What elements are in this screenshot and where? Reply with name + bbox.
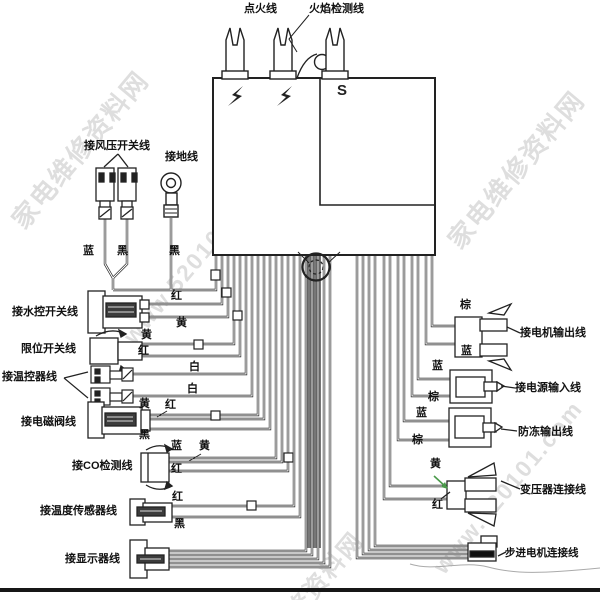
s-marking: S [337, 82, 348, 99]
wire-color-tag: 蓝 [171, 440, 182, 452]
wire-color-tag: 红 [171, 463, 182, 475]
scan-artifact-line [409, 563, 600, 573]
lightning-icon [228, 86, 243, 106]
wire-color-tag: 红 [172, 491, 183, 503]
label-antifreeze: 防冻输出线 [518, 426, 573, 438]
motor-output-connector-icon [454, 302, 521, 372]
wire-color-tag: 白 [187, 383, 198, 395]
thermostat-connector-icon [63, 365, 134, 406]
wire-color-tag: 黄 [430, 458, 441, 470]
wire-color-tag: 黑 [117, 245, 128, 257]
wire-color-tag: 黑 [174, 518, 185, 530]
wire-color-tag: 黄 [176, 317, 187, 329]
water-switch-connector-icon [87, 290, 150, 334]
ground-ring-terminal-icon [160, 172, 182, 218]
controller-box [212, 77, 436, 256]
label-wind-pressure: 接风压开关线 [84, 140, 150, 152]
wire-color-tag: 黄 [141, 329, 152, 341]
label-transformer: 变压器连接线 [520, 484, 586, 496]
label-ignition: 点火线 [244, 3, 277, 15]
wire-color-tag: 白 [189, 361, 200, 373]
wire-color-tag: 棕 [460, 299, 471, 311]
label-limit-switch: 限位开关线 [21, 343, 76, 355]
label-stepper-motor: 步进电机连接线 [505, 547, 579, 559]
wire-color-tag: 黑 [139, 429, 150, 441]
temp-sensor-connector-icon [129, 498, 173, 526]
wire-color-tag: 红 [432, 499, 443, 511]
label-motor-output: 接电机输出线 [520, 327, 586, 339]
wind-pressure-connector-icon [95, 153, 138, 220]
label-solenoid-valve: 接电磁阀线 [21, 416, 76, 428]
wire-color-tag: 棕 [412, 434, 423, 446]
power-input-connector-icon [449, 369, 516, 404]
co-detector-connector-icon [140, 443, 174, 491]
wire-color-tag: 红 [171, 290, 182, 302]
label-temp-sensor: 接温度传感器线 [40, 505, 117, 517]
label-thermostat: 接温控器线 [2, 371, 57, 383]
label-flame-detect: 火焰检测线 [309, 3, 364, 15]
harness-wires-core [104, 218, 469, 568]
wire-color-tag: 红 [138, 345, 149, 357]
label-water-switch: 接水控开关线 [12, 306, 78, 318]
bundle-funnel [297, 251, 341, 264]
wire-color-tag: 黑 [169, 245, 180, 257]
junction-squares [193, 269, 294, 511]
antifreeze-output-connector-icon [448, 407, 518, 448]
wire-color-tag: 蓝 [432, 360, 443, 372]
ferrite-ring-icon [301, 252, 331, 282]
wire-label-leaders [156, 410, 202, 462]
label-power-input: 接电源输入线 [515, 382, 581, 394]
lightning-icon [277, 86, 292, 106]
flame-label-leader [288, 14, 310, 53]
display-connector-icon [129, 539, 170, 579]
transformer-connector-icon [433, 461, 521, 527]
stepper-motor-connector-icon [467, 535, 507, 562]
flame-detect-connector-icon [296, 27, 349, 80]
wire-color-tag: 黄 [139, 398, 150, 410]
wire-color-tag: 蓝 [83, 245, 94, 257]
label-ground: 接地线 [165, 151, 198, 163]
wire-color-tag: 黄 [199, 440, 210, 452]
wire-color-tag: 棕 [428, 391, 439, 403]
label-co-detector: 接CO检测线 [72, 460, 133, 472]
label-display: 接显示器线 [65, 553, 120, 565]
wire-color-tag: 蓝 [416, 407, 427, 419]
ignition-connector-icon [221, 27, 297, 80]
bottom-border-bar [0, 588, 600, 592]
solenoid-valve-connector-icon [87, 401, 151, 439]
wire-color-tag: 红 [165, 399, 176, 411]
wire-color-tag: 蓝 [461, 345, 472, 357]
